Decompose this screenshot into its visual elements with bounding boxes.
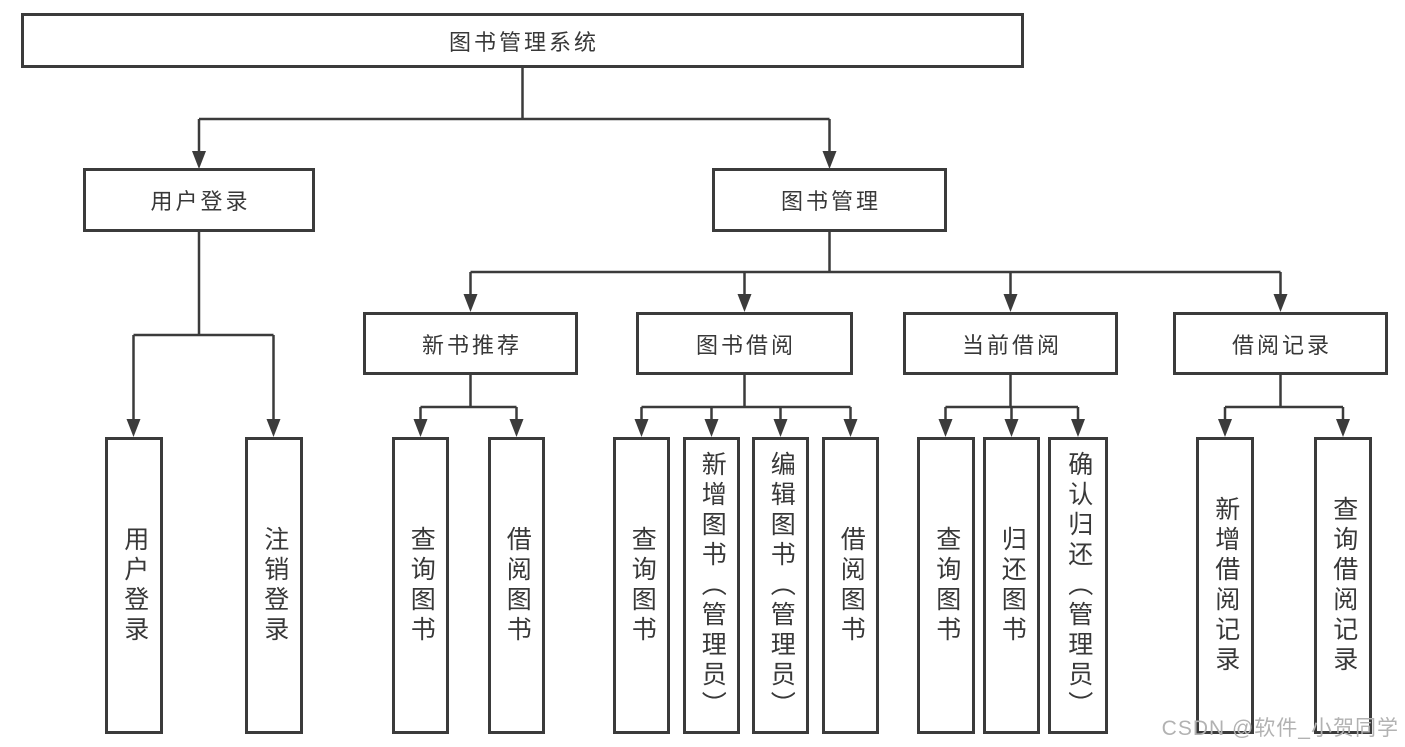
node-borrowing-records-label: 借阅记录: [1231, 332, 1332, 358]
leaf-logout-login-label: 注销登录: [260, 525, 289, 646]
leaf-confirm-return-admin: 确认归还（管理员）: [1048, 437, 1108, 734]
leaf-add-borrow-record-label: 新增借阅记录: [1211, 495, 1240, 676]
leaf-query-books-recommend: 查询图书: [392, 437, 449, 734]
leaf-add-borrow-record: 新增借阅记录: [1196, 437, 1254, 734]
leaf-borrow-books-recommend-label: 借阅图书: [503, 525, 532, 646]
node-book-borrowing: 图书借阅: [636, 312, 853, 375]
leaf-edit-books-admin-label: 编辑图书（管理员）: [767, 450, 796, 721]
leaf-add-books-admin-label: 新增图书（管理员）: [698, 450, 727, 721]
node-book-management: 图书管理: [712, 168, 947, 232]
csdn-watermark: CSDN @软件_小贺同学: [1161, 717, 1399, 740]
leaf-query-books-borrowing-label: 查询图书: [628, 525, 657, 646]
leaf-user-login-label: 用户登录: [120, 525, 149, 646]
leaf-query-borrow-record-label: 查询借阅记录: [1329, 495, 1358, 676]
leaf-query-books-recommend-label: 查询图书: [407, 525, 436, 646]
node-user-login-label: 用户登录: [150, 189, 251, 214]
node-library-system: 图书管理系统: [21, 13, 1024, 68]
leaf-add-books-admin: 新增图书（管理员）: [683, 437, 740, 734]
leaf-borrow-books-borrowing: 借阅图书: [822, 437, 879, 734]
leaf-logout-login: 注销登录: [245, 437, 303, 734]
node-book-management-label: 图书管理: [780, 189, 881, 214]
leaf-return-books: 归还图书: [983, 437, 1040, 734]
leaf-query-books-current-label: 查询图书: [932, 525, 961, 646]
arrowheads: [126, 151, 1350, 437]
leaf-confirm-return-admin-label: 确认归还（管理员）: [1064, 450, 1093, 721]
leaf-query-books-borrowing: 查询图书: [613, 437, 670, 734]
leaf-borrow-books-recommend: 借阅图书: [488, 437, 545, 734]
node-user-login: 用户登录: [83, 168, 315, 232]
node-book-borrowing-label: 图书借阅: [695, 332, 796, 358]
node-borrowing-records: 借阅记录: [1173, 312, 1388, 375]
leaf-edit-books-admin: 编辑图书（管理员）: [752, 437, 809, 734]
node-new-book-recommendation: 新书推荐: [363, 312, 578, 375]
leaf-borrow-books-borrowing-label: 借阅图书: [837, 525, 866, 646]
leaf-query-books-current: 查询图书: [917, 437, 975, 734]
node-library-system-label: 图书管理系统: [448, 29, 599, 55]
node-new-book-recommendation-label: 新书推荐: [421, 332, 522, 358]
leaf-user-login: 用户登录: [105, 437, 163, 734]
node-current-borrowing-label: 当前借阅: [961, 332, 1062, 358]
leaf-query-borrow-record: 查询借阅记录: [1314, 437, 1372, 734]
node-current-borrowing: 当前借阅: [903, 312, 1118, 375]
leaf-return-books-label: 归还图书: [998, 525, 1027, 646]
